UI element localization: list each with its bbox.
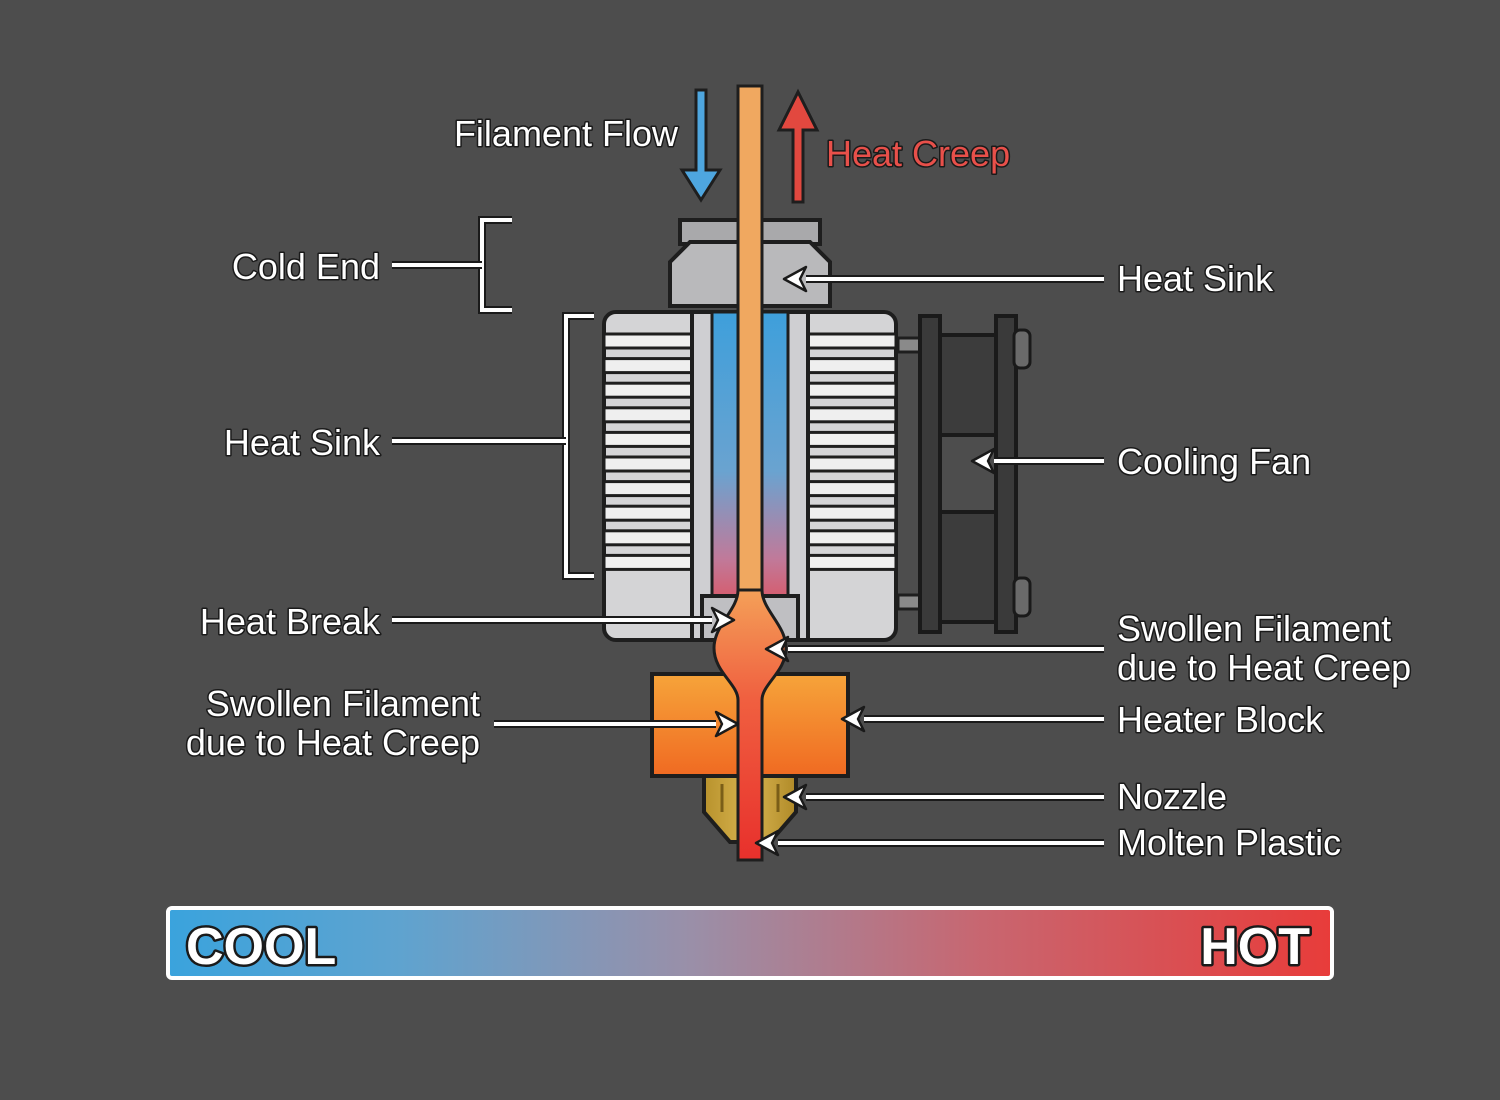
filament	[712, 84, 788, 862]
heat-sink-fin	[602, 480, 694, 498]
heat-sink-fin	[602, 357, 694, 375]
heat-sink-fins-left	[602, 332, 694, 571]
heat-sink-fin	[806, 332, 898, 350]
label-cold-end: Cold End	[232, 246, 380, 287]
leader-heater-block	[840, 705, 1104, 733]
heat-sink-fin	[602, 406, 694, 424]
label-heater-block: Heater Block	[1117, 699, 1324, 740]
heat-sink-fin	[602, 381, 694, 399]
temperature-scale: COOL HOT	[166, 906, 1334, 980]
heat-sink-fin	[806, 381, 898, 399]
label-heat-break: Heat Break	[200, 601, 381, 642]
scale-label-cool: COOL	[186, 918, 336, 976]
heat-sink-fin	[602, 455, 694, 473]
leader-nozzle	[782, 783, 1104, 811]
label-heat-sink-left: Heat Sink	[224, 422, 381, 463]
leader-heat-sink-right	[782, 265, 1104, 293]
label-swollen-right-line2: due to Heat Creep	[1117, 647, 1411, 688]
heat-sink-fin	[806, 406, 898, 424]
heat-sink-fin	[602, 332, 694, 350]
label-swollen-right-line1: Swollen Filament	[1117, 608, 1391, 649]
label-heat-sink-right: Heat Sink	[1117, 258, 1274, 299]
leader-cooling-fan	[970, 447, 1104, 475]
label-molten-plastic: Molten Plastic	[1117, 822, 1341, 863]
leader-swollen-left	[494, 710, 740, 738]
cooling-fan	[896, 314, 1032, 634]
leader-swollen-right	[764, 635, 1104, 663]
heat-sink-fin	[806, 455, 898, 473]
label-heat-creep: Heat Creep	[826, 133, 1010, 174]
heat-sink-fin	[602, 529, 694, 547]
leader-heat-break	[392, 606, 736, 634]
heat-sink-fin	[806, 553, 898, 571]
heat-sink-fin	[806, 357, 898, 375]
leader-molten-plastic	[754, 829, 1104, 857]
scale-label-hot: HOT	[1200, 918, 1310, 976]
heat-sink-fin	[602, 504, 694, 522]
heat-sink-bracket	[392, 312, 594, 580]
heat-creep-arrow	[776, 88, 820, 204]
heat-sink-fin	[806, 430, 898, 448]
label-swollen-left-line2: due to Heat Creep	[186, 722, 480, 763]
heat-sink-fin	[806, 480, 898, 498]
label-swollen-left-line1: Swollen Filament	[206, 683, 480, 724]
label-nozzle: Nozzle	[1117, 776, 1227, 817]
heat-sink-fin	[806, 529, 898, 547]
label-filament-flow: Filament Flow	[454, 113, 679, 154]
cold-end-bracket	[392, 216, 512, 314]
leader-arrows	[392, 265, 1104, 857]
heat-sink-fin	[806, 504, 898, 522]
heat-sink-fins-right	[806, 332, 898, 571]
heat-sink-fin	[602, 553, 694, 571]
heat-sink-fin	[602, 430, 694, 448]
filament-flow-arrow	[679, 88, 723, 203]
label-cooling-fan: Cooling Fan	[1117, 441, 1311, 482]
